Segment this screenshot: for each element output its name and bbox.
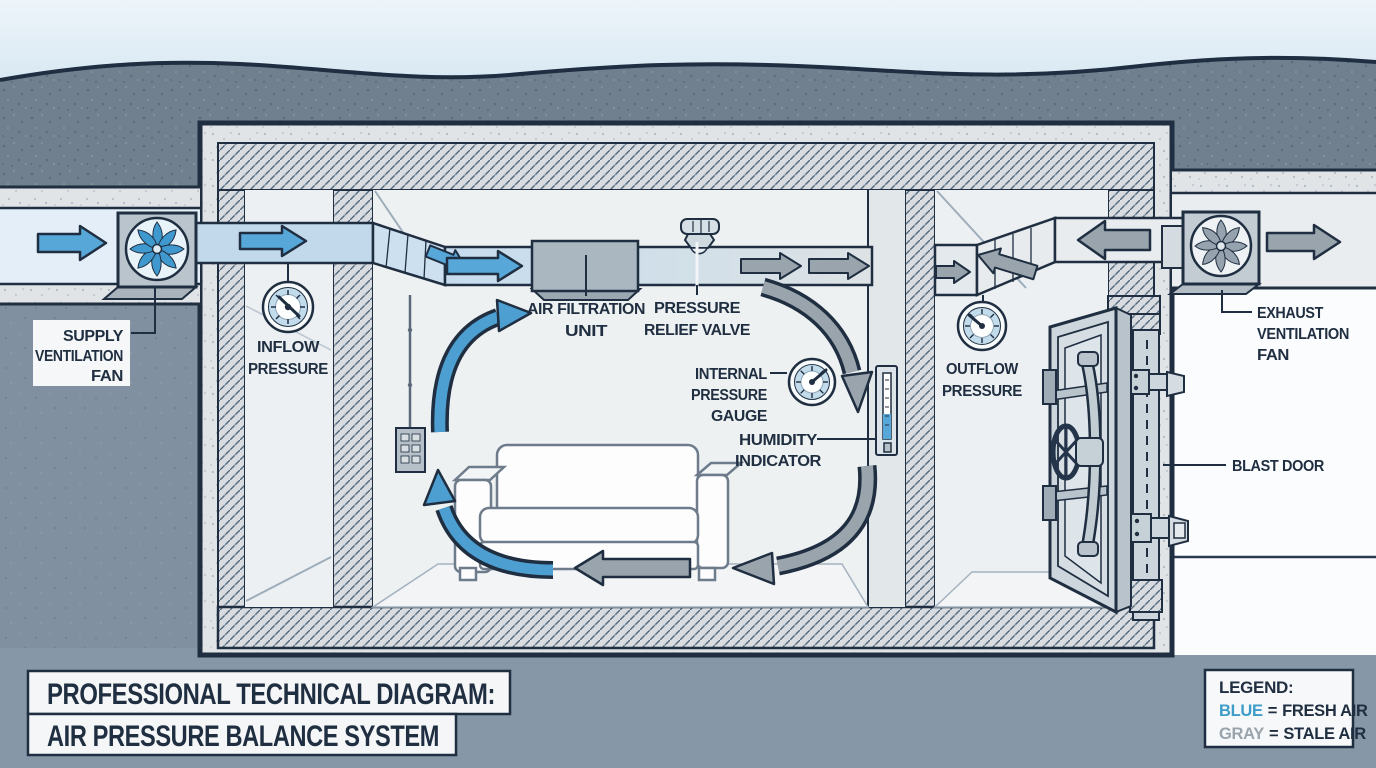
inflow-label-line1: INFLOW [257,339,320,356]
exhaust-label-line2: VENTILATION [1257,326,1349,343]
title-box-line2 [26,712,458,757]
fresh-air-up-arrowhead [422,468,457,507]
internal-label-line3: GAUGE [711,408,768,425]
fresh-air-intake-arrow [36,224,108,262]
supply-fan-leader [131,287,156,334]
internal-label-line2: PRESSURE [691,387,768,404]
wall-control-panel [395,295,426,473]
exhaust-label-line3: FAN [1257,347,1289,364]
exhaust-label-line1: EXHAUST [1257,305,1324,322]
legend: LEGEND: BLUE=FRESH AIR GRAY=STALE AIR [1203,668,1368,749]
stale-air-stub-arrow [935,260,971,284]
blast-door [1042,295,1189,621]
leader-lines [131,242,1252,466]
door-handle-hub [1075,437,1104,467]
fresh-air-rise-arrowhead [495,298,533,333]
label-supply-ventilation-fan: SUPPLY VENTILATION FAN [33,320,130,386]
fresh-air-main-duct-arrow [445,249,524,283]
door-latch-top [1130,369,1185,398]
legend-entry-fresh: BLUE = FRESH AIR [1219,702,1368,720]
title-line2: AIR PRESSURE BALANCE SYSTEM [47,720,439,753]
valve-label-line2: RELIEF VALVE [644,322,751,339]
label-humidity-indicator: HUMIDITY INDICATOR [735,432,822,470]
exhaust-ventilation-fan [1161,210,1262,295]
supply-label-box [33,320,130,386]
supply-label-line2: VENTILATION [35,348,123,365]
stale-air-exhaust-arrow [1265,223,1342,261]
stale-air-floor-arrow [573,549,692,587]
filtration-label-line1: AIR FILTRATION [527,301,645,318]
stale-air-duct-arrow-2 [808,252,870,280]
label-blast-door: BLAST DOOR [1232,458,1325,475]
blast-door-label: BLAST DOOR [1232,458,1325,475]
exhaust-fan-leader [1221,290,1252,313]
title-box-line1 [26,669,512,716]
legend-fresh-term: BLUE [1219,702,1263,720]
title-line1: PROFESSIONAL TECHNICAL DIAGRAM: [47,678,495,711]
diagram-title: PROFESSIONAL TECHNICAL DIAGRAM: AIR PRES… [26,669,512,757]
supply-label-line1: SUPPLY [63,328,124,345]
door-hinge-bottom [1042,485,1057,521]
label-air-filtration-unit: AIR FILTRATION UNIT [527,301,645,340]
supply-ventilation-fan [101,211,199,300]
fresh-air-duct-arrow [238,224,308,258]
humidity-label-line2: INDICATOR [735,453,822,470]
stale-air-floor-arrowhead [731,551,776,586]
legend-entry-stale: GRAY = STALE AIR [1219,725,1366,743]
legend-box [1203,668,1355,749]
main-room-floor [370,563,870,608]
label-exhaust-ventilation-fan: EXHAUST VENTILATION FAN [1257,305,1349,364]
label-inflow-pressure: INFLOW PRESSURE [248,339,329,378]
label-internal-pressure-gauge: INTERNAL PRESSURE GAUGE [691,366,768,425]
stale-air-elbow-arrow [977,247,1039,281]
door-latch-bottom [1130,513,1189,548]
legend-stale-equals: = [1269,725,1278,743]
stale-air-circulation [573,277,878,587]
outflow-label-line2: PRESSURE [942,383,1023,400]
door-hinge-top [1042,369,1057,405]
valve-label-line1: PRESSURE [654,300,741,317]
ground-line [0,55,1376,82]
legend-fresh-meaning: FRESH AIR [1282,702,1368,720]
humidity-indicator-icon [875,365,898,456]
legend-fresh-equals: = [1268,702,1277,720]
label-outflow-pressure: OUTFLOW PRESSURE [942,361,1023,400]
outflow-label-line1: OUTFLOW [946,361,1019,378]
stale-air-duct-arrow-1 [740,252,802,280]
supply-label-line3: FAN [91,368,123,385]
filtration-label-line2: UNIT [565,323,608,340]
humidity-label-line1: HUMIDITY [739,432,818,449]
internal-label-line1: INTERNAL [695,366,768,383]
door-edge [1115,306,1132,614]
internal-pressure-gauge-icon [787,357,837,407]
legend-heading: LEGEND: [1219,678,1293,697]
right-corridor-wall [1172,288,1376,655]
fresh-air-circulation [422,298,554,579]
legend-stale-term: GRAY [1219,725,1264,743]
legend-stale-meaning: STALE AIR [1283,725,1366,743]
label-pressure-relief-valve: PRESSURE RELIEF VALVE [644,300,751,339]
inflow-pressure-gauge-icon [261,263,315,334]
main-duct-run [371,221,874,287]
stale-air-down-arrowhead [840,370,874,414]
stale-air-upper-duct-arrow [1076,219,1152,261]
pressure-relief-valve [680,218,720,255]
inflow-label-line2: PRESSURE [248,361,329,378]
outflow-pressure-gauge-icon [956,295,1008,352]
